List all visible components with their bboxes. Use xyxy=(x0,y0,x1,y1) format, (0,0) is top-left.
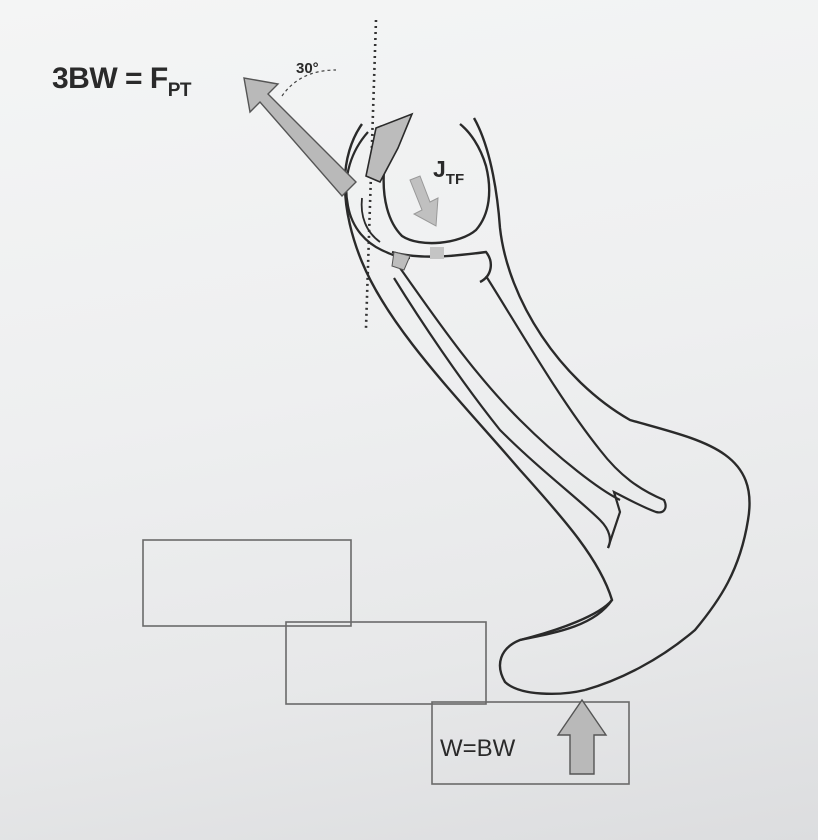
patella xyxy=(365,112,414,184)
kneecap-inner-curve xyxy=(360,197,381,243)
patellar-tendon-force-arrow xyxy=(243,77,357,198)
stair-step-middle xyxy=(285,621,487,705)
ground-reaction-label: W=BW xyxy=(440,735,516,762)
tibial-plateau xyxy=(391,250,492,284)
stairs xyxy=(142,539,630,785)
stair-step-bottom xyxy=(431,701,630,785)
foot-outline xyxy=(498,599,613,696)
patellar-tendon-force-label: 3BW = FPT xyxy=(52,62,191,101)
stair-step-top xyxy=(142,539,352,627)
shank-posterior-outline xyxy=(472,117,751,692)
tibia-shaft-inner xyxy=(393,277,611,549)
ground-reaction-arrow xyxy=(556,698,608,775)
tibia-shaft xyxy=(399,267,621,501)
fibula xyxy=(485,275,667,549)
angle-arc xyxy=(281,69,337,97)
arrow-icon xyxy=(409,175,439,227)
angle-label: 30° xyxy=(296,60,319,77)
tibial-tubercle xyxy=(391,251,411,271)
arrow-icon xyxy=(243,77,357,198)
joint-force-arrow xyxy=(409,175,439,227)
joint-contact-point xyxy=(430,247,444,259)
bleed-through-text xyxy=(70,702,76,728)
joint-force-label: JTF xyxy=(433,156,465,188)
arrow-icon xyxy=(556,698,608,775)
